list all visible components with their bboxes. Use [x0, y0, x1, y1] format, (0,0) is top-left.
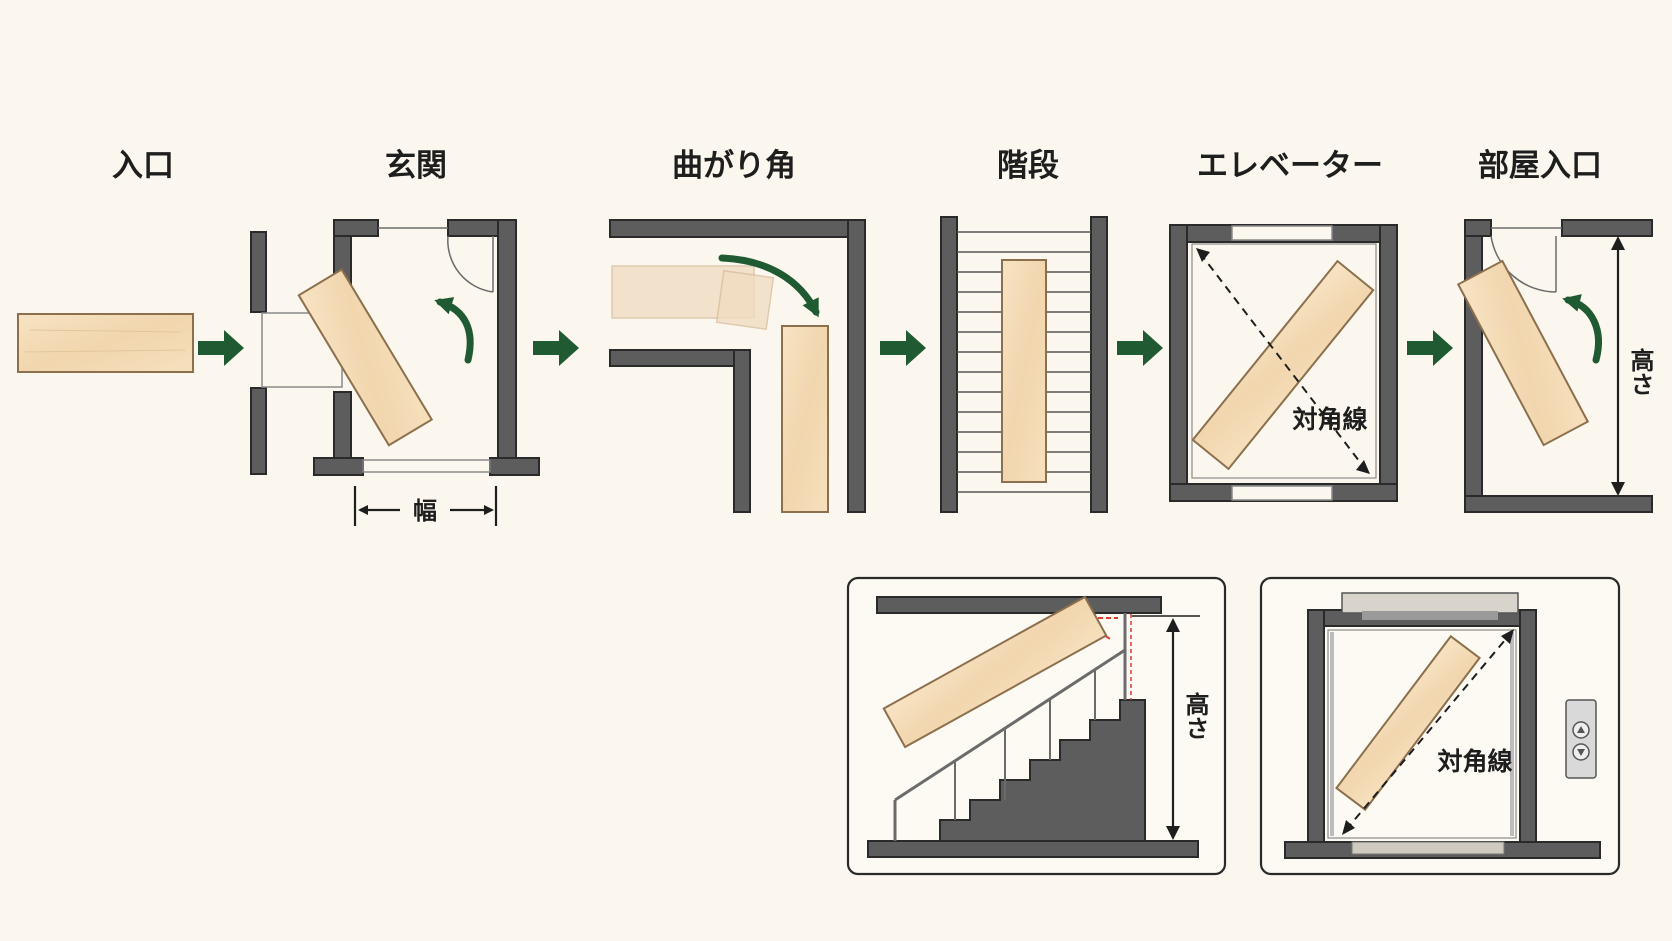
step-label-stairs: 階段 — [997, 148, 1059, 184]
flow-arrow-2 — [533, 330, 579, 366]
elevator-front-panel: 対角線 — [1259, 576, 1621, 876]
elevator-board — [1191, 259, 1375, 471]
genkan-plan — [250, 219, 540, 476]
room-board — [1456, 259, 1590, 447]
diagonal-line — [1199, 252, 1367, 471]
diagonal-label: 対角線 — [1292, 405, 1367, 434]
stairs-plan — [940, 216, 1108, 513]
rotate-arrow-genkan — [434, 297, 474, 364]
step-label-corner: 曲がり角 — [672, 148, 796, 184]
step-label-room-entrance: 部屋入口 — [1478, 148, 1602, 184]
elevator-diagonal-label: 対角線 — [1437, 747, 1512, 776]
elevator-plan: 対角線 — [1169, 224, 1398, 502]
width-dimension: 幅 — [353, 486, 498, 526]
elevator-front-board — [1335, 634, 1481, 812]
corner-plan — [609, 219, 866, 513]
flow-arrow-3 — [880, 330, 926, 366]
rotate-arrow-room — [1562, 294, 1602, 364]
elevator-call-panel — [1565, 699, 1597, 779]
stairs-side-board — [882, 595, 1108, 749]
genkan-board — [297, 268, 434, 447]
flow-arrow-4 — [1117, 330, 1163, 366]
flow-arrow-1 — [198, 330, 244, 366]
width-label: 幅 — [413, 497, 437, 525]
room-entrance-plan: 高さ — [1456, 219, 1658, 513]
step-label-entrance: 入口 — [112, 148, 174, 184]
step-label-genkan: 玄関 — [385, 148, 447, 184]
rotate-arrow-corner — [718, 254, 820, 318]
stairs-side-panel: 高さ — [846, 576, 1227, 876]
step-label-elevator: エレベーター — [1197, 148, 1383, 184]
corner-board — [781, 325, 829, 513]
stairs-board — [1001, 259, 1047, 483]
entrance-board — [17, 313, 194, 373]
room-height-label: 高さ — [1626, 347, 1654, 396]
flow-arrow-5 — [1407, 330, 1453, 366]
elevator-diagonal-line — [1345, 633, 1511, 831]
stairs-height-label: 高さ — [1181, 691, 1209, 740]
